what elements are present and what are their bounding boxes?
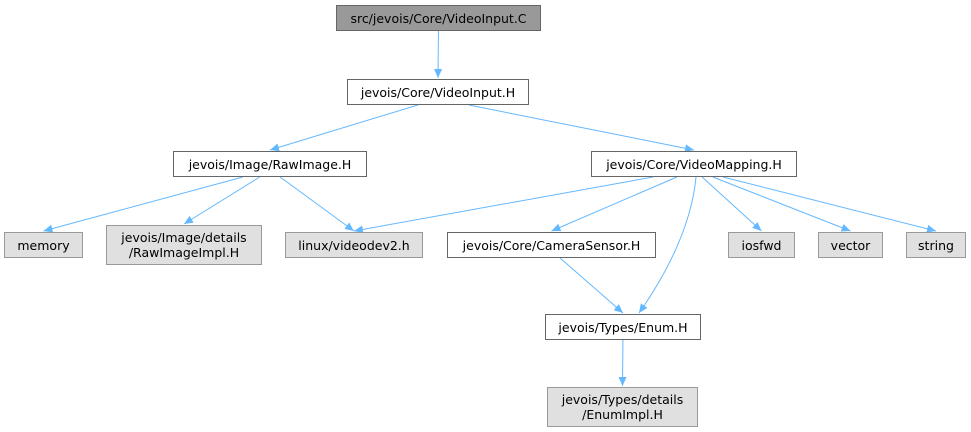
node-label: iosfwd bbox=[741, 237, 782, 253]
edge-rawimage_h-to-videodev2 bbox=[279, 176, 355, 232]
node-string: string bbox=[906, 232, 966, 258]
node-rawimage-h[interactable]: jevois/Image/RawImage.H bbox=[173, 151, 367, 177]
node-memory: memory bbox=[4, 232, 83, 258]
edge-rawimage_h-to-memory bbox=[43, 176, 243, 233]
node-label-line-2: /RawImageImpl.H bbox=[128, 245, 240, 260]
node-label: jevois/Core/CameraSensor.H bbox=[462, 237, 641, 253]
node-enumimpl-h: jevois/Types/details /EnumImpl.H bbox=[547, 387, 698, 427]
node-label: src/jevois/Core/VideoInput.C bbox=[350, 10, 527, 26]
node-iosfwd: iosfwd bbox=[728, 232, 795, 258]
edge-rawimage_h-to-rawimageimpl bbox=[183, 176, 260, 225]
node-label-line-2: /EnumImpl.H bbox=[582, 407, 663, 422]
node-label: vector bbox=[830, 237, 871, 253]
node-videomapping-h[interactable]: jevois/Core/VideoMapping.H bbox=[591, 151, 797, 177]
node-label: jevois/Image/RawImage.H bbox=[188, 156, 352, 172]
node-videoinput-h[interactable]: jevois/Core/VideoInput.H bbox=[347, 79, 529, 105]
node-label-line-1: jevois/Types/details bbox=[561, 392, 684, 407]
node-rawimageimpl-h: jevois/Image/details /RawImageImpl.H bbox=[106, 225, 262, 265]
edge-videomapping_h-to-string bbox=[722, 176, 937, 233]
node-label: jevois/Types/Enum.H bbox=[558, 319, 688, 335]
node-videoinput-c[interactable]: src/jevois/Core/VideoInput.C bbox=[336, 5, 541, 31]
node-videodev2-h: linux/videodev2.h bbox=[285, 232, 423, 258]
edge-videomapping_h-to-camerasensor bbox=[551, 176, 678, 232]
node-label: jevois/Core/VideoMapping.H bbox=[606, 156, 782, 172]
node-label-line-1: jevois/Image/details bbox=[121, 230, 247, 245]
node-label: memory bbox=[17, 237, 70, 253]
edge-videoinput_h-to-rawimage_h bbox=[269, 104, 418, 152]
node-label: jevois/Core/VideoInput.H bbox=[360, 84, 516, 100]
edge-videomapping_h-to-videodev2 bbox=[353, 176, 654, 234]
edge-videomapping_h-to-iosfwd bbox=[701, 176, 762, 232]
edge-videomapping_h-to-vector bbox=[712, 176, 851, 232]
node-label: linux/videodev2.h bbox=[298, 237, 410, 253]
node-camerasensor-h[interactable]: jevois/Core/CameraSensor.H bbox=[447, 232, 656, 258]
node-label: string bbox=[918, 237, 954, 253]
node-enum-h[interactable]: jevois/Types/Enum.H bbox=[545, 314, 701, 340]
edge-videoinput_h-to-videomapping_h bbox=[468, 104, 695, 153]
edge-camerasensor-to-enum_h bbox=[559, 257, 624, 314]
node-vector: vector bbox=[818, 232, 883, 258]
edge-videomapping_h-to-enum_h bbox=[638, 176, 697, 314]
